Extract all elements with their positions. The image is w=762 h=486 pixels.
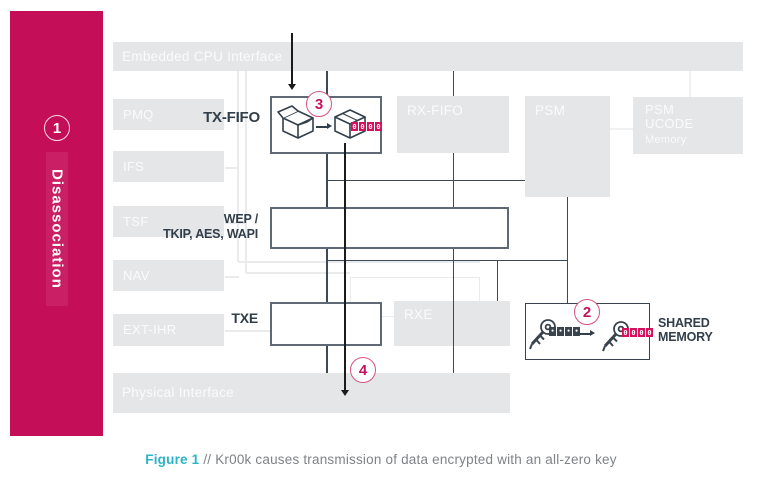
block-label: EXT-IHR [123, 322, 177, 337]
block-psm-ucode-memory: PSM UCODE Memory [633, 97, 743, 154]
bus-to-rxe-line [496, 260, 498, 301]
block-label: Memory [645, 134, 687, 146]
figure-caption-separator: // [203, 452, 212, 467]
step-2-badge: 2 [574, 299, 600, 325]
crypto-to-physical-line [452, 249, 454, 373]
incoming-arrow-line [291, 33, 293, 85]
digit: 0 [622, 328, 629, 337]
block-nav: NAV [113, 260, 224, 291]
block-rxe: RXE [394, 301, 510, 346]
digit: 0 [367, 122, 374, 131]
digit: 0 [359, 122, 366, 131]
digit: • [565, 327, 572, 336]
banner-label-strip: Disassociation [46, 152, 68, 306]
block-pmq: PMQ [113, 99, 224, 130]
txe-to-physical-line [326, 346, 328, 373]
block-label: IFS [123, 159, 145, 174]
block-label: UCODE [645, 116, 694, 131]
psm-ucode-connector-line [610, 128, 633, 130]
block-label: PMQ [123, 107, 154, 122]
block-label: PSM [645, 102, 675, 117]
light-bus-line [246, 272, 350, 274]
transmit-arrow-head [340, 390, 349, 396]
digit: 0 [638, 328, 645, 337]
digit: • [549, 327, 556, 336]
packet-transform-arrow-head [327, 122, 332, 129]
block-label: Physical Interface [122, 385, 234, 400]
figure-caption: Figure 1 // Kr00k causes transmission of… [0, 452, 762, 467]
open-packet-icon [277, 105, 314, 139]
packet-transform-arrow [316, 126, 327, 128]
light-bus-line [238, 261, 480, 263]
block-rx-fifo: RX-FIFO [397, 96, 509, 153]
block-embedded-cpu-interface: Embedded CPU Interface [113, 42, 743, 71]
block-ext-ihr: EXT-IHR [113, 314, 224, 346]
crypto-engine-box [270, 207, 509, 249]
tsf-connector-line [225, 222, 247, 224]
session-key-masked-digits: •••• [549, 327, 580, 336]
key-clear-arrow-head [590, 329, 595, 336]
light-bus-line [237, 71, 239, 262]
digit: 0 [375, 122, 382, 131]
horizontal-bus-line [326, 259, 568, 261]
digit: 0 [351, 122, 358, 131]
figure-caption-text: Kr00k causes transmission of data encryp… [215, 452, 617, 467]
crypto-label: WEP / TKIP, AES, WAPI [120, 212, 258, 242]
step-4-badge: 4 [350, 357, 376, 383]
figure-caption-label: Figure 1 [145, 452, 200, 467]
transmit-arrow-line [344, 143, 346, 391]
key-clear-arrow [578, 333, 590, 335]
cpu-to-rxfifo-line [452, 71, 454, 96]
crypto-label-line1: WEP / [223, 212, 258, 226]
block-ifs: IFS [113, 151, 224, 182]
ext-ihr-connector-line [225, 330, 270, 332]
crypto-to-txe-line [326, 249, 328, 302]
block-label: PSM [535, 103, 566, 118]
block-label: RXE [404, 307, 433, 322]
block-tsf: TSF [113, 206, 224, 237]
horizontal-bus-line [326, 179, 525, 181]
psm-ucode-connector-line [689, 71, 691, 97]
disassociation-banner: 1 Disassociation [10, 11, 103, 436]
shared-memory-label-line1: SHARED [658, 316, 710, 330]
digit: 0 [630, 328, 637, 337]
block-label: TSF [123, 214, 149, 229]
txe-box [270, 302, 382, 346]
psm-to-sharedmem-line [566, 197, 568, 303]
block-label: NAV [123, 268, 150, 283]
block-physical-interface: Physical Interface [113, 373, 510, 413]
ifs-connector-line [225, 167, 239, 169]
step-1-badge: 1 [44, 115, 70, 141]
incoming-arrow-head [287, 84, 296, 90]
block-psm: PSM [525, 96, 610, 197]
banner-label: Disassociation [48, 169, 66, 289]
light-bus-line [245, 71, 247, 273]
shared-memory-label: SHARED MEMORY [658, 316, 713, 344]
cpu-to-txfifo-line [326, 71, 328, 96]
shared-memory-label-line2: MEMORY [658, 330, 713, 344]
step-3-badge: 3 [306, 91, 332, 117]
block-label: Embedded CPU Interface [122, 49, 283, 64]
txe-label: TXE [231, 310, 258, 326]
block-label: RX-FIFO [407, 103, 464, 118]
crypto-label-line2: TKIP, AES, WAPI [163, 227, 258, 241]
digit: 0 [646, 328, 653, 337]
tx-fifo-label: TX-FIFO [203, 109, 260, 126]
digit: • [573, 327, 580, 336]
digit: • [557, 327, 564, 336]
nav-connector-line [225, 276, 239, 278]
